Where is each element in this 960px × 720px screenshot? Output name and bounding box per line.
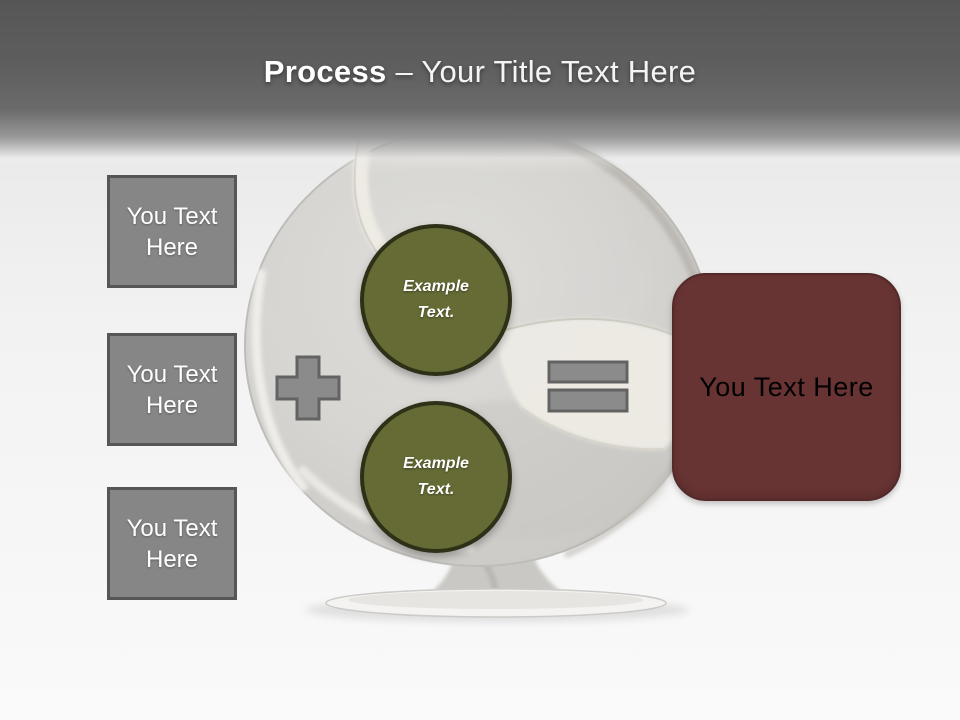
text-placeholder-box-2-label: You Text Here bbox=[126, 360, 218, 419]
text-placeholder-box-3-label: You Text Here bbox=[126, 514, 218, 573]
example-text-circle-1-label: Example Text. bbox=[403, 278, 469, 321]
example-text-circle-1[interactable]: Example Text. bbox=[360, 224, 512, 376]
plus-icon bbox=[275, 355, 341, 421]
equals-icon bbox=[547, 360, 629, 413]
text-placeholder-box-2[interactable]: You Text Here bbox=[107, 333, 237, 446]
title-rest: – Your Title Text Here bbox=[395, 54, 697, 89]
result-text-box-label: You Text Here bbox=[699, 371, 874, 402]
text-placeholder-box-3[interactable]: You Text Here bbox=[107, 487, 237, 600]
slide-title[interactable]: Process – Your Title Text Here bbox=[0, 52, 960, 92]
example-text-circle-2[interactable]: Example Text. bbox=[360, 401, 512, 553]
title-emphasis: Process bbox=[263, 54, 387, 89]
text-placeholder-box-1-label: You Text Here bbox=[126, 202, 218, 261]
example-text-circle-2-label: Example Text. bbox=[403, 455, 469, 498]
result-text-box[interactable]: You Text Here bbox=[672, 273, 901, 501]
text-placeholder-box-1[interactable]: You Text Here bbox=[107, 175, 237, 288]
